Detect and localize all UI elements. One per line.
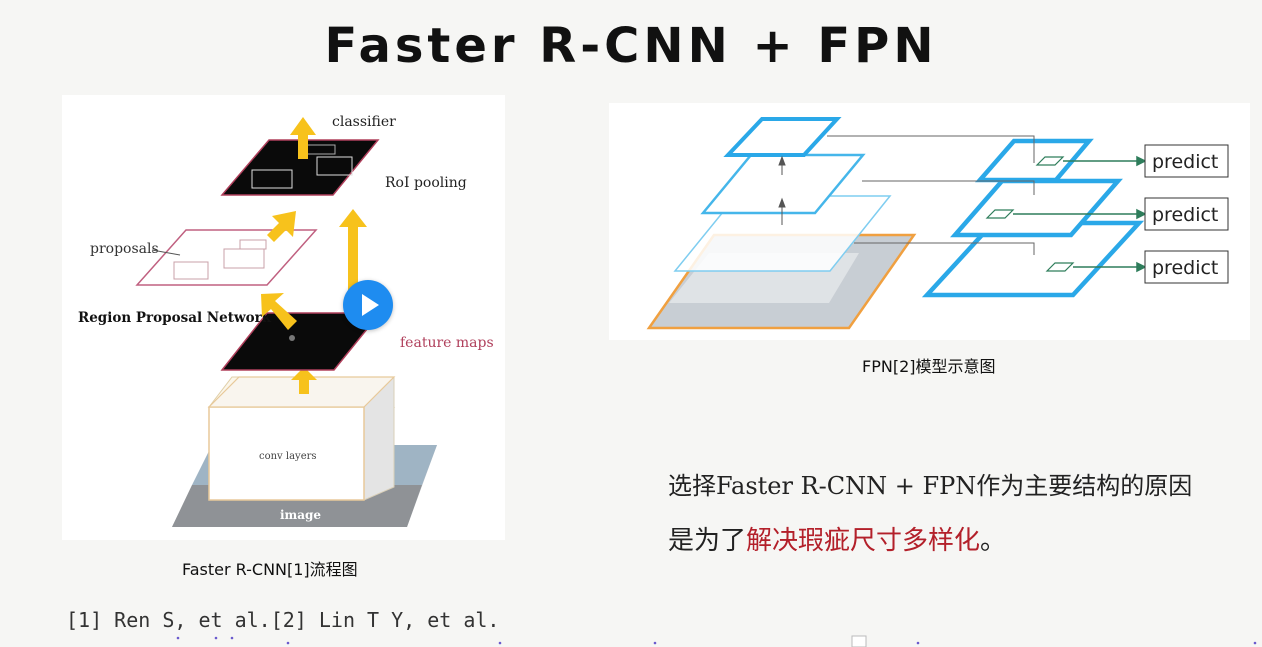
- predict-label: predict: [1152, 257, 1218, 279]
- reason-suffix: 。: [980, 526, 1007, 556]
- arrow-conv-to-features: [291, 367, 317, 394]
- reason-line-2: 是为了解决瑕疵尺寸多样化。: [668, 520, 1006, 557]
- image-label: image: [280, 508, 321, 522]
- reason-line-1: 选择Faster R-CNN + FPN作为主要结构的原因: [668, 472, 1193, 500]
- lateral-connections: [827, 135, 1035, 255]
- predict-box-3: predict: [1144, 250, 1229, 284]
- slide-title: Faster R-CNN + FPN: [324, 18, 938, 74]
- predict-box-1: predict: [1144, 144, 1229, 178]
- fpn-caption: FPN[2]模型示意图: [862, 357, 996, 376]
- rcnn-caption: Faster R-CNN[1]流程图: [182, 560, 358, 579]
- faster-rcnn-diagram: image conv layers feature maps Region Pr…: [62, 95, 505, 540]
- feature-maps-label: feature maps: [400, 335, 494, 351]
- classifier-label: classifier: [332, 114, 396, 130]
- conv-layers-label: conv layers: [259, 451, 317, 462]
- top-down-level-2: [950, 178, 1123, 238]
- top-down-level-1: [921, 220, 1145, 298]
- proposals-plane: proposals: [90, 229, 318, 286]
- arrow-rpn-to-roi: [267, 211, 296, 242]
- fpn-diagram: predict predict predict: [609, 103, 1250, 340]
- arrow-features-to-rpn: [261, 293, 297, 330]
- proposals-label: proposals: [90, 241, 159, 257]
- bottom-up-level-2: [700, 153, 866, 215]
- roi-pooling-plane: RoI pooling: [220, 139, 467, 196]
- bottom-up-arrows: [778, 155, 786, 225]
- arrow-features-to-roi: [339, 209, 367, 307]
- roi-pooling-label: RoI pooling: [385, 175, 467, 191]
- play-button[interactable]: [343, 280, 393, 330]
- reason-prefix: 是为了: [668, 526, 747, 556]
- prediction-anchors: [985, 156, 1075, 272]
- decorative-dots: [176, 635, 1257, 647]
- predict-label: predict: [1152, 151, 1218, 173]
- bottom-up-level-3: [723, 117, 842, 157]
- play-icon: [362, 294, 379, 316]
- conv-layers-box: conv layers: [207, 376, 396, 501]
- predict-arrows: [1013, 155, 1147, 273]
- predict-label: predict: [1152, 204, 1218, 226]
- bottom-up-level-1: [673, 195, 892, 272]
- rpn-label: Region Proposal Network: [78, 310, 272, 326]
- predict-box-2: predict: [1144, 197, 1229, 231]
- feature-maps-plane: feature maps: [220, 312, 494, 371]
- arrow-to-classifier: classifier: [290, 114, 396, 159]
- references: [1] Ren S, et al.[2] Lin T Y, et al.: [66, 608, 500, 632]
- reason-highlight: 解决瑕疵尺寸多样化: [746, 526, 981, 556]
